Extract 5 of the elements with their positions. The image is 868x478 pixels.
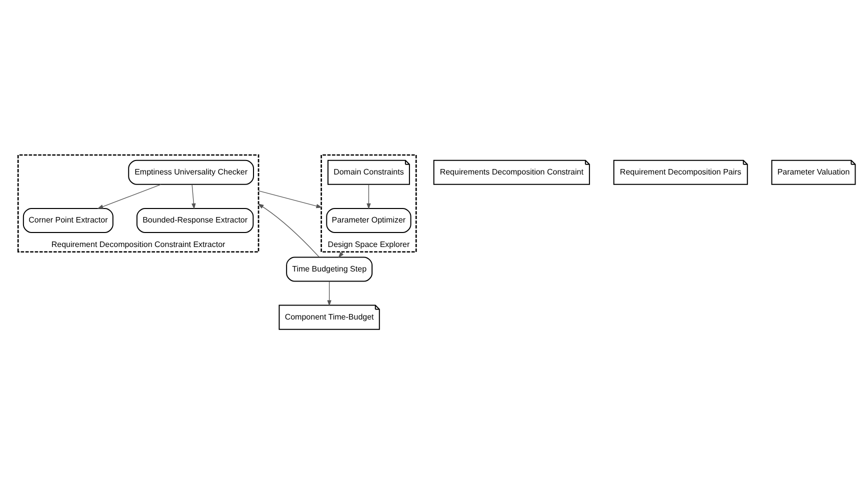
arrow [366, 184, 371, 209]
arrow [258, 190, 322, 208]
arrow [97, 184, 162, 208]
arrow [192, 184, 196, 209]
arrow [327, 280, 332, 306]
